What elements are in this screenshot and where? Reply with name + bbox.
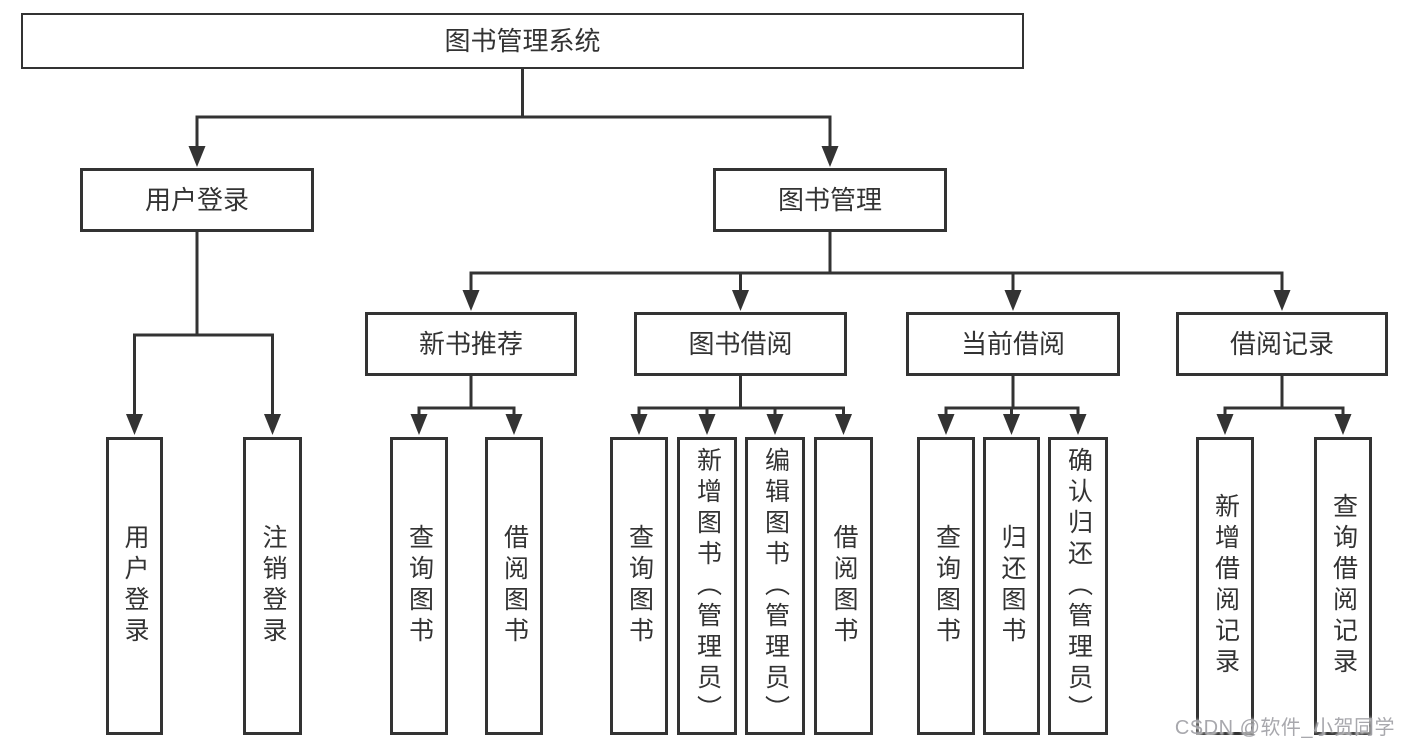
node-borrow-record: 借阅记录 xyxy=(1176,312,1388,376)
leaf-label: 借阅图书 xyxy=(500,524,529,648)
leaf-query-borrow-record: 查询借阅记录 xyxy=(1314,437,1372,735)
leaf-label: 新增借阅记录 xyxy=(1211,493,1240,679)
node-label: 当前借阅 xyxy=(960,329,1065,359)
node-library-management-system: 图书管理系统 xyxy=(21,13,1024,69)
leaf-user-login: 用户登录 xyxy=(106,437,163,735)
leaf-query-books-recommend: 查询图书 xyxy=(390,437,448,735)
leaf-label: 用户登录 xyxy=(121,524,149,648)
leaf-logout-login: 注销登录 xyxy=(243,437,302,735)
leaf-label: 注销登录 xyxy=(259,524,287,648)
leaf-add-borrow-record: 新增借阅记录 xyxy=(1196,437,1254,735)
leaf-query-books-current: 查询图书 xyxy=(917,437,975,735)
node-current-borrow: 当前借阅 xyxy=(906,312,1120,376)
connector-borrow-record-children xyxy=(1216,373,1352,435)
leaf-label: 借阅图书 xyxy=(830,524,858,648)
leaf-label: 编辑图书（管理员） xyxy=(761,446,790,726)
node-new-book-recommend: 新书推荐 xyxy=(365,312,577,376)
leaf-label: 查询图书 xyxy=(625,524,654,648)
connector-book-management-children xyxy=(462,229,1291,311)
leaf-borrow-books: 借阅图书 xyxy=(814,437,873,735)
leaf-query-books-borrow: 查询图书 xyxy=(610,437,668,735)
node-label: 图书管理 xyxy=(777,185,882,215)
watermark: CSDN @软件_小贺同学 xyxy=(1174,717,1395,739)
leaf-borrow-books-recommend: 借阅图书 xyxy=(485,437,543,735)
node-user-login: 用户登录 xyxy=(80,168,314,232)
leaf-label: 归还图书 xyxy=(998,524,1026,648)
leaf-label: 查询图书 xyxy=(405,524,434,648)
node-label: 图书管理系统 xyxy=(444,26,601,56)
connector-current-borrow-children xyxy=(937,373,1087,435)
node-label: 借阅记录 xyxy=(1229,329,1334,359)
connector-user-login-children xyxy=(126,229,281,435)
leaf-confirm-return-admin: 确认归还（管理员） xyxy=(1048,437,1108,735)
node-label: 新书推荐 xyxy=(418,329,523,359)
leaf-label: 确认归还（管理员） xyxy=(1064,446,1093,726)
node-book-management: 图书管理 xyxy=(713,168,947,232)
leaf-add-books-admin: 新增图书（管理员） xyxy=(677,437,737,735)
node-label: 用户登录 xyxy=(144,185,249,215)
leaf-label: 新增图书（管理员） xyxy=(693,446,722,726)
node-book-borrow: 图书借阅 xyxy=(634,312,847,376)
leaf-return-books: 归还图书 xyxy=(983,437,1040,735)
connector-new-book-recommend-children xyxy=(410,373,523,435)
connector-root-to-tier2 xyxy=(188,66,839,167)
node-label: 图书借阅 xyxy=(688,329,793,359)
connector-book-borrow-children xyxy=(630,373,852,435)
leaf-edit-books-admin: 编辑图书（管理员） xyxy=(745,437,805,735)
leaf-label: 查询借阅记录 xyxy=(1329,493,1358,679)
leaf-label: 查询图书 xyxy=(932,524,961,648)
